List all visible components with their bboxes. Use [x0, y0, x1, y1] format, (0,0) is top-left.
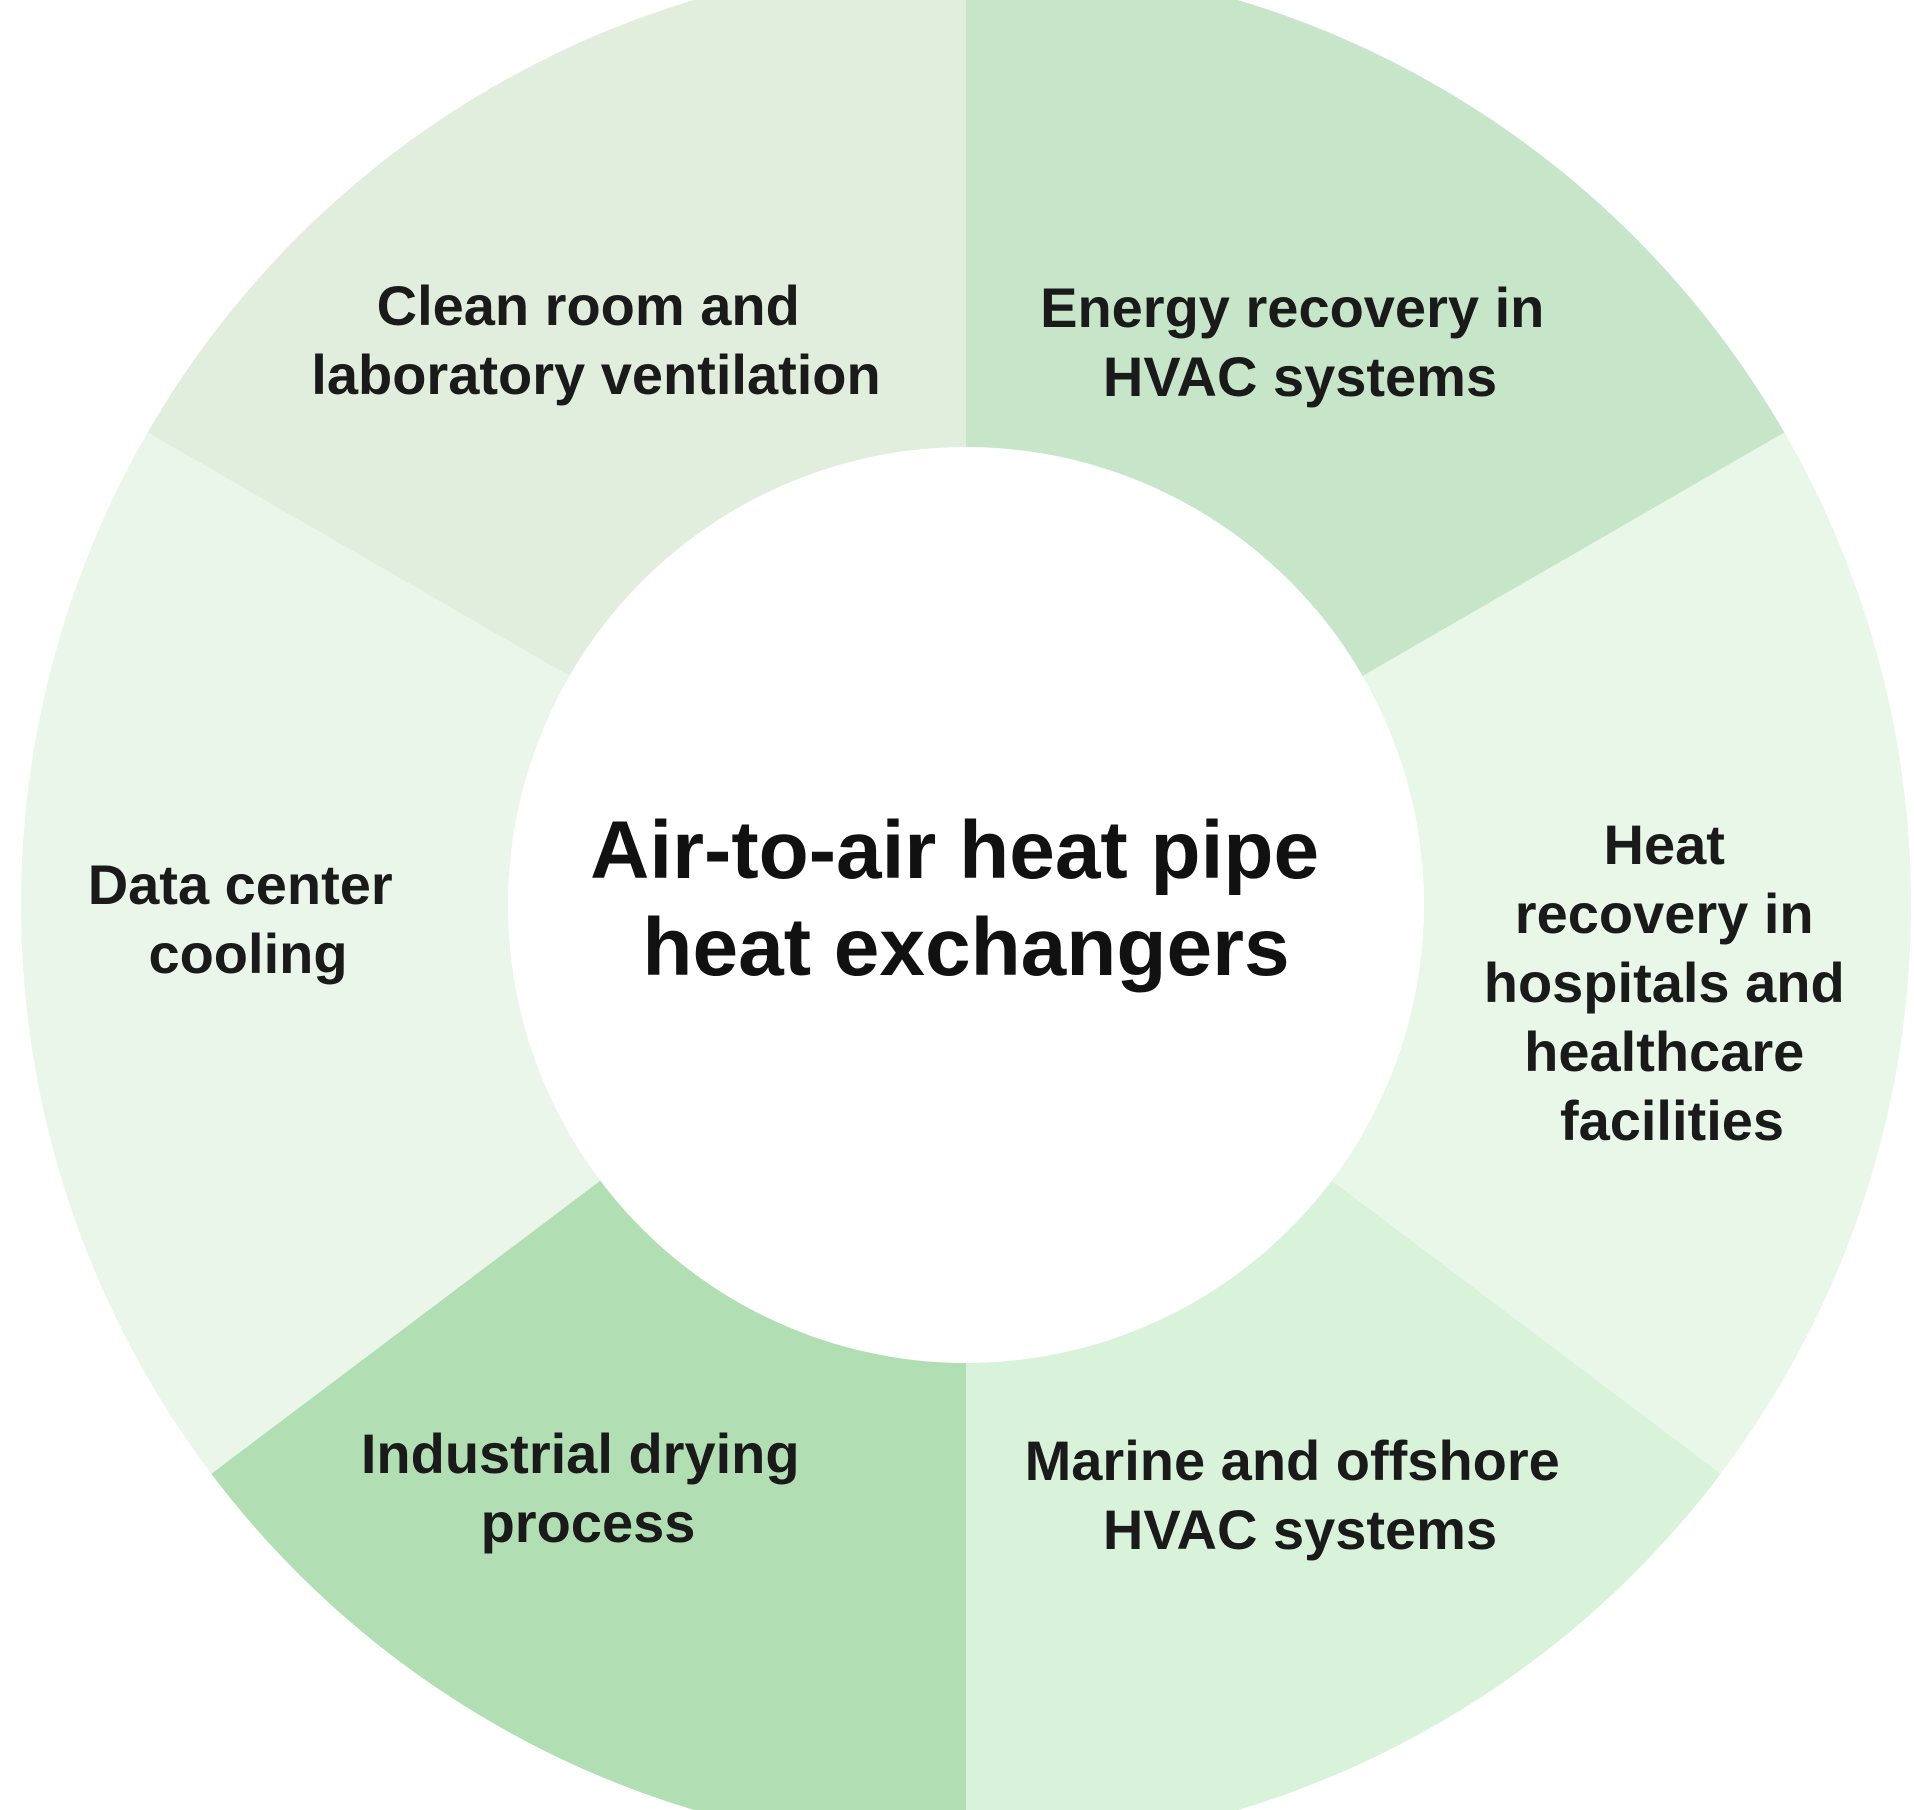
- segment-industrial-drying: [211, 1180, 966, 1810]
- application-ring: [20, 0, 1911, 1810]
- center-title: Air-to-air heat pipe heat exchangers: [590, 805, 1342, 993]
- label-marine-offshore-hvac: Marine and offshore HVAC systems: [1025, 1429, 1576, 1561]
- segment-clean-room-ventilation: [147, 0, 966, 676]
- segment-marine-offshore-hvac: [966, 1180, 1721, 1810]
- segment-heat-recovery-hospitals: [1331, 432, 1911, 1474]
- label-clean-room-ventilation: Clean room and laboratory ventilation: [311, 274, 880, 406]
- label-heat-recovery-hospitals: Heat recovery in hospitals and healthcar…: [1484, 813, 1861, 1152]
- label-industrial-drying: Industrial drying process: [361, 1422, 815, 1554]
- segment-energy-recovery-hvac: [966, 0, 1785, 676]
- segment-data-center-cooling: [20, 432, 601, 1474]
- label-data-center-cooling: Data center cooling: [88, 853, 409, 985]
- label-energy-recovery-hvac: Energy recovery in HVAC systems: [1040, 276, 1560, 408]
